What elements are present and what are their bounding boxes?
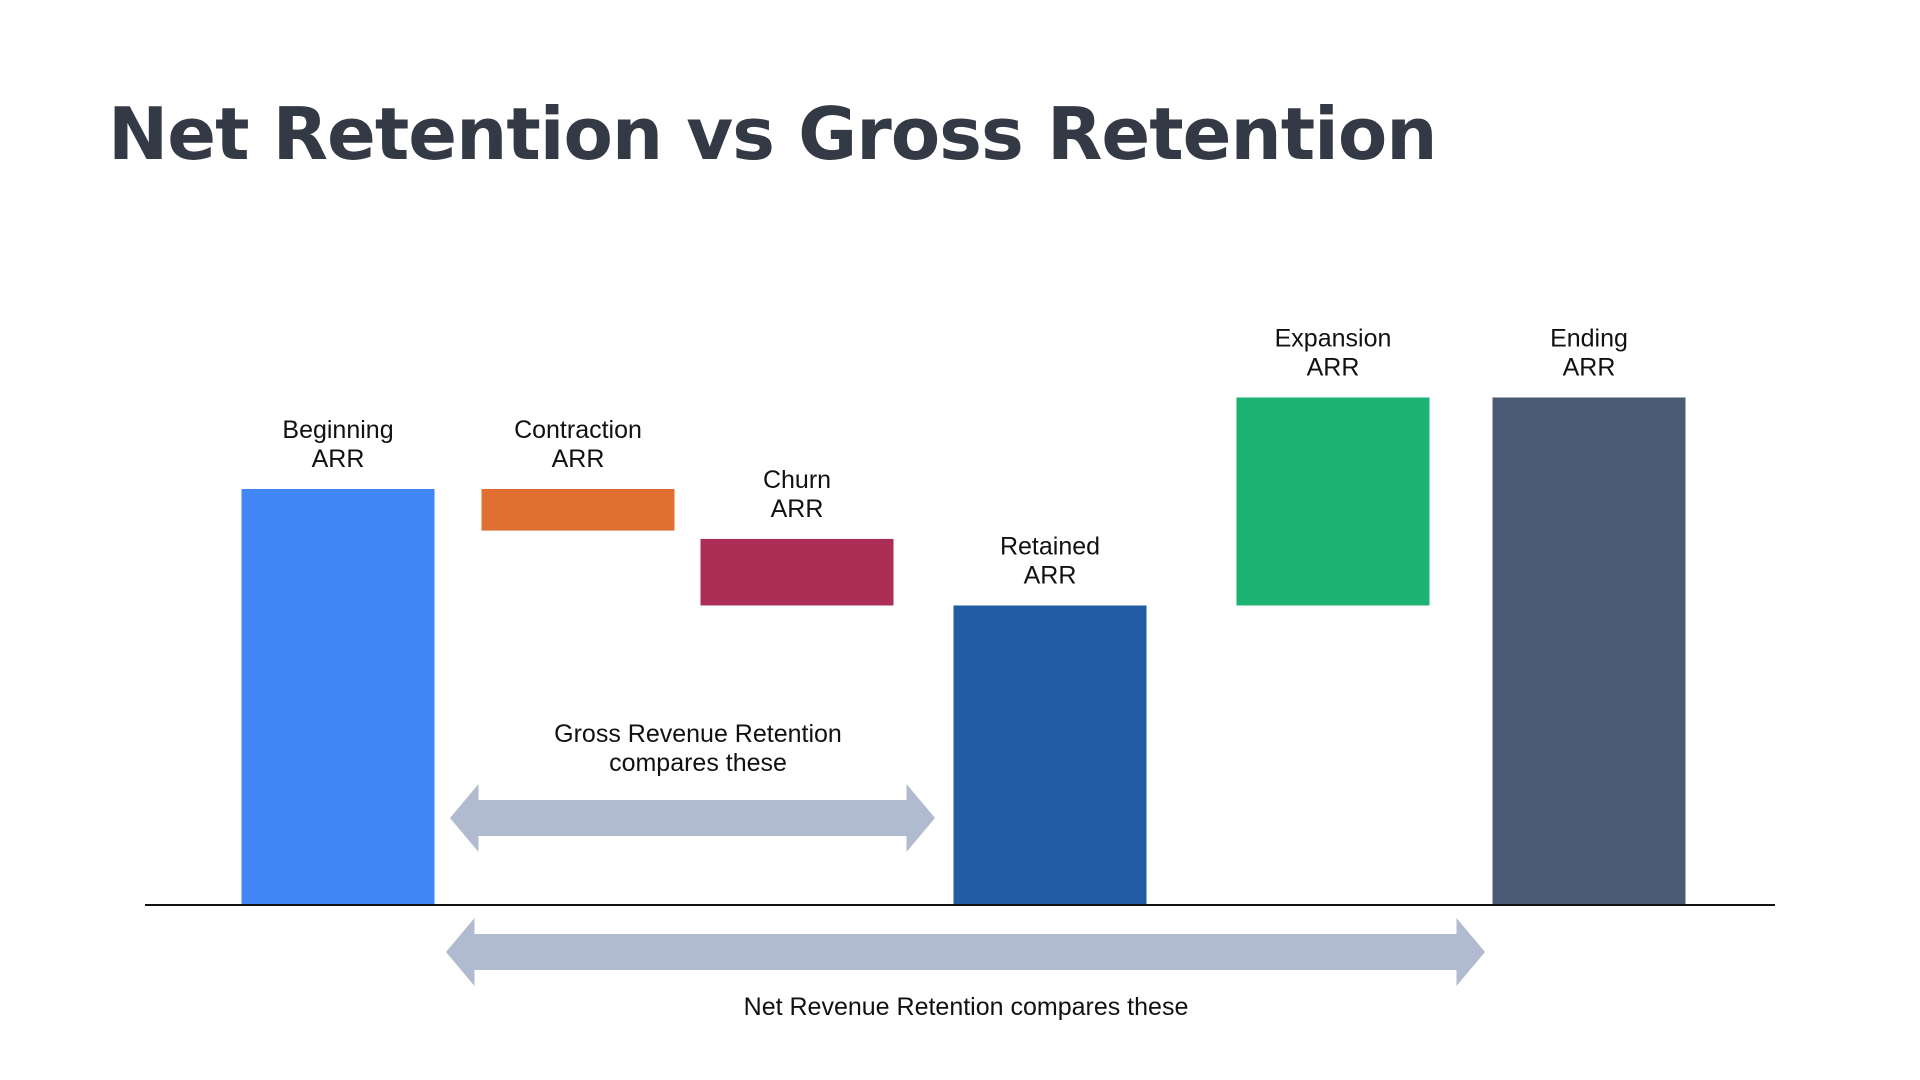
net-retention-arrow bbox=[446, 918, 1485, 986]
bar-churn-arr bbox=[700, 538, 894, 606]
bar-ending-arr bbox=[1492, 397, 1686, 905]
net-retention-label: Net Revenue Retention compares these bbox=[744, 993, 1189, 1021]
bar-retained-arr bbox=[953, 605, 1147, 905]
bar-expansion-arr bbox=[1236, 397, 1430, 606]
bar-beginning-arr bbox=[241, 489, 435, 905]
gross-retention-arrow bbox=[450, 784, 935, 852]
bar-contraction-arr bbox=[481, 489, 675, 531]
page-title: Net Retention vs Gross Retention bbox=[108, 92, 1438, 176]
